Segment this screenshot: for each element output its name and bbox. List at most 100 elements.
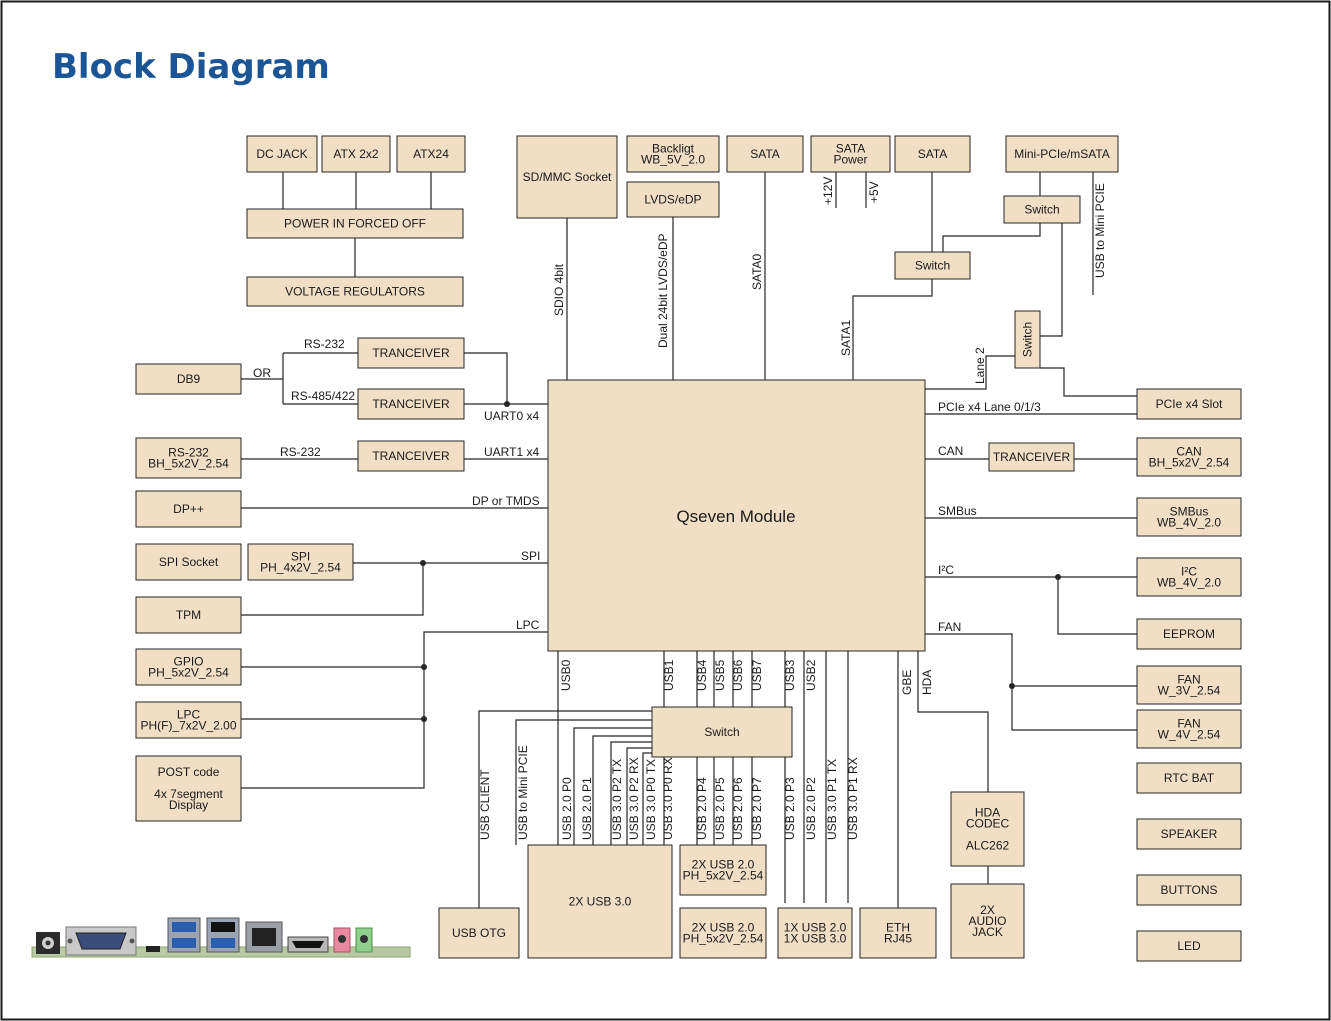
box-text: TRANCEIVER <box>372 397 450 411</box>
box-text: EEPROM <box>1163 627 1215 641</box>
box-text: TRANCEIVER <box>372 449 450 463</box>
label-lpc: LPC <box>516 618 540 632</box>
box-text: WB_4V_2.0 <box>1157 576 1221 590</box>
box-text: Display <box>169 798 208 812</box>
box-text: Backligt <box>652 142 695 156</box>
box-text: BH_5x2V_2.54 <box>148 457 229 471</box>
box-text: FAN <box>1177 673 1200 687</box>
box-text: SATA <box>836 142 866 156</box>
label-usb0: USB0 <box>559 659 573 691</box>
box-text: CAN <box>1176 445 1201 459</box>
box-2x-usb20-b: 2X USB 2.0PH_5x2V_2.54 <box>679 907 767 959</box>
label-usb30-p0-tx: USB 3.0 P0 TX <box>644 759 658 840</box>
box-text: TRANCEIVER <box>372 346 450 360</box>
box-text: SMBus <box>1170 505 1209 519</box>
box-power-in-forced-off: POWER IN FORCED OFF <box>246 208 464 239</box>
label-usb1: USB1 <box>662 659 676 691</box>
label-sdio: SDIO 4bit <box>552 263 566 316</box>
box-text: RTC BAT <box>1164 771 1215 785</box>
box-atx-2x2: ATX 2x2 <box>321 135 391 173</box>
box-text: LED <box>1177 939 1201 953</box>
box-text: PH_5x2V_2.54 <box>148 666 229 680</box>
box-text: Switch <box>704 725 739 739</box>
box-eeprom: EEPROM <box>1136 618 1242 650</box>
box-text: PH_5x2V_2.54 <box>683 932 764 946</box>
label-sata1: SATA1 <box>839 319 853 356</box>
label-gbe: GBE <box>900 670 914 695</box>
box-led: LED <box>1136 930 1242 962</box>
box-text: RS-232 <box>168 446 209 460</box>
box-text: RJ45 <box>884 932 912 946</box>
label-usb30-p2-rx: USB 3.0 P2 RX <box>627 757 641 840</box>
label-lane2: Lane 2 <box>973 347 987 384</box>
box-lvds-edp: LVDS/eDP <box>626 181 720 218</box>
component-boxes: DC JACK ATX 2x2 ATX24 POWER IN FORCED OF… <box>135 135 1242 962</box>
label-usb20-p7: USB 2.0 P7 <box>750 777 764 840</box>
box-voltage-regulators: VOLTAGE REGULATORS <box>246 276 464 307</box>
box-sd-mmc-socket: SD/MMC Socket <box>516 135 618 219</box>
box-text: 2X <box>980 903 995 917</box>
label-rs485: RS-485/422 <box>291 389 355 403</box>
box-text: Power <box>833 153 867 167</box>
label-pcie-lane: PCIe x4 Lane 0/1/3 <box>938 400 1041 414</box>
box-text: POWER IN FORCED OFF <box>284 217 426 231</box>
junction-dots <box>420 401 1061 722</box>
label-dual-lvds: Dual 24bit LVDS/eDP <box>656 233 670 348</box>
box-text: SPI Socket <box>159 555 219 569</box>
box-text: VOLTAGE REGULATORS <box>285 285 425 299</box>
box-text: ATX24 <box>413 147 449 161</box>
label-uart0: UART0 x4 <box>484 409 539 423</box>
box-transceiver-uart1: TRANCEIVER <box>357 440 465 472</box>
box-text: GPIO <box>173 655 203 669</box>
label-usb6: USB6 <box>731 659 745 691</box>
box-text: Switch <box>1024 203 1059 217</box>
label-dp-or-tmds: DP or TMDS <box>472 494 540 508</box>
box-transceiver-rs485: TRANCEIVER <box>357 388 465 420</box>
box-text: HDA <box>975 806 1000 820</box>
label-hda: HDA <box>920 670 934 695</box>
label-usb4: USB4 <box>695 659 709 691</box>
box-text: TPM <box>176 608 201 622</box>
box-text: 2X USB 3.0 <box>569 895 632 909</box>
box-usb-mix: 1X USB 2.01X USB 3.0 <box>777 907 853 959</box>
box-speaker: SPEAKER <box>1136 818 1242 850</box>
label-or: OR <box>253 366 271 380</box>
box-text: Switch <box>1021 322 1035 357</box>
label-usb3: USB3 <box>783 659 797 691</box>
label-usb2: USB2 <box>804 659 818 691</box>
diagram-title: Block Diagram <box>52 47 330 87</box>
box-atx24: ATX24 <box>396 135 466 173</box>
box-text: W_3V_2.54 <box>1158 684 1221 698</box>
label-usb20-p0: USB 2.0 P0 <box>560 777 574 840</box>
label-usb20-p6: USB 2.0 P6 <box>731 777 745 840</box>
label-uart1: UART1 x4 <box>484 445 539 459</box>
box-text: SATA <box>750 147 780 161</box>
label-usb20-p4: USB 2.0 P4 <box>695 777 709 840</box>
box-text: AUDIO <box>968 914 1006 928</box>
label-usb-client: USB CLIENT <box>478 769 492 840</box>
label-usb30-p2-tx: USB 3.0 P2 TX <box>610 759 624 840</box>
box-text: ATX 2x2 <box>333 147 378 161</box>
label-rs232-a: RS-232 <box>304 337 345 351</box>
qseven-module-label: Qseven Module <box>676 507 795 526</box>
box-usb-otg: USB OTG <box>438 907 520 959</box>
label-usb20-p5: USB 2.0 P5 <box>713 777 727 840</box>
box-transceiver-rs232: TRANCEIVER <box>357 337 465 369</box>
box-text: ETH <box>886 921 910 935</box>
box-text: FAN <box>1177 717 1200 731</box>
label-plus12v: +12V <box>821 177 835 205</box>
box-pcie-x4-slot: PCIe x4 Slot <box>1136 388 1242 420</box>
label-can: CAN <box>938 444 963 458</box>
box-text: 2X USB 2.0 <box>692 921 755 935</box>
label-usb-to-mini-pcie-top: USB to Mini PCIE <box>1093 183 1107 278</box>
label-usb7: USB7 <box>750 659 764 691</box>
